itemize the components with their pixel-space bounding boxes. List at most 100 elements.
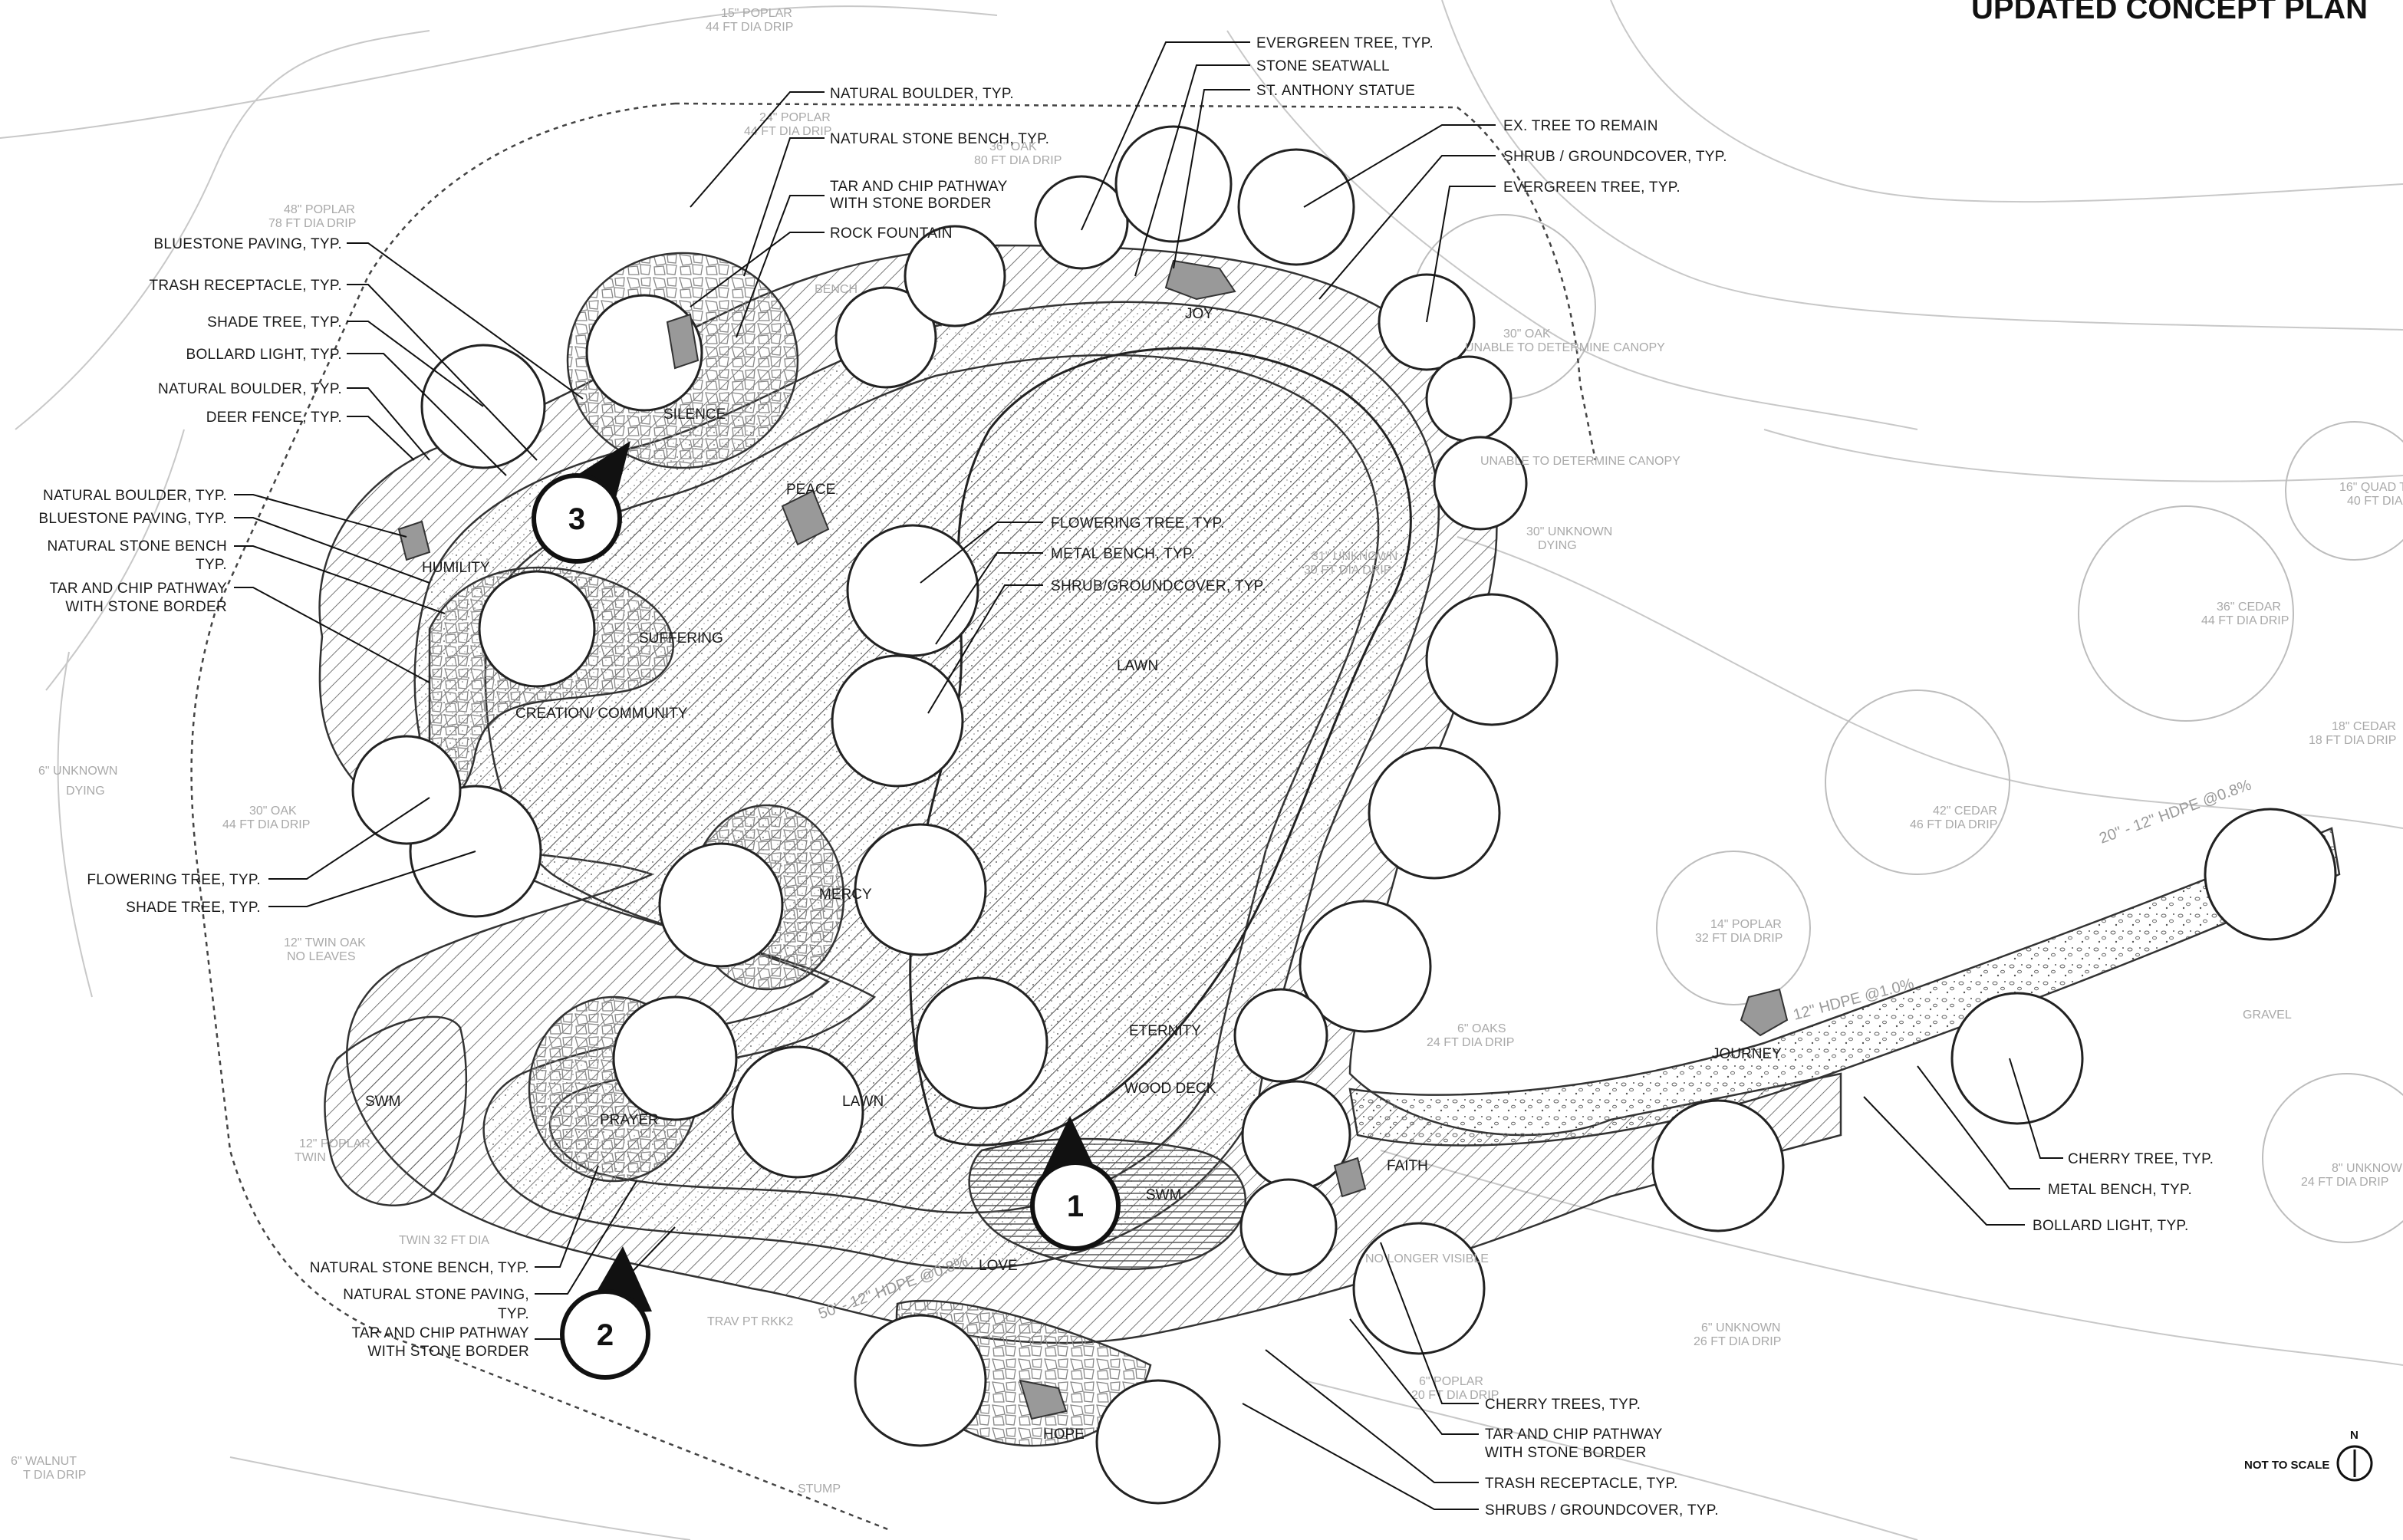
survey-note: 24" POPLAR: [759, 111, 831, 124]
survey-note: 6" UNKNOWN: [1701, 1321, 1780, 1334]
survey-note: T DIA DRIP: [23, 1469, 86, 1482]
area-labels: SILENCE PEACE JOY HUMILITY SUFFERING CRE…: [365, 306, 1782, 1443]
survey-note: 24 FT DIA DRIP: [1427, 1036, 1514, 1049]
label: WITH STONE BORDER: [367, 1344, 529, 1360]
label: SHADE TREE, TYP.: [126, 900, 261, 916]
area-label-swm-center: SWM: [1146, 1187, 1181, 1203]
survey-note: 78 FT DIA DRIP: [268, 217, 356, 230]
survey-note: 40 FT DIA: [2347, 495, 2403, 508]
label: TAR AND CHIP PATHWAY: [351, 1325, 529, 1341]
label: NATURAL STONE BENCH, TYP.: [310, 1260, 529, 1276]
survey-notes: 15" POPLAR 44 FT DIA DRIP 48" POPLAR 78 …: [11, 7, 2403, 1496]
label: BOLLARD LIGHT, TYP.: [186, 347, 342, 363]
area-label-suffering: SUFFERING: [639, 630, 723, 647]
survey-note: TWIN: [295, 1151, 326, 1164]
survey-note: NO LEAVES: [287, 950, 356, 963]
survey-note: DYING: [66, 785, 105, 798]
survey-note: DYING: [1538, 539, 1577, 552]
survey-note: UNABLE TO DETERMINE CANOPY: [1480, 455, 1680, 468]
label: ST. ANTHONY STATUE: [1256, 83, 1415, 99]
survey-note: 6" POPLAR: [1419, 1375, 1483, 1388]
survey-note: 36" CEDAR: [2217, 601, 2281, 614]
survey-note: STUMP: [798, 1482, 841, 1496]
area-label-hope: HOPE: [1043, 1426, 1085, 1443]
label: METAL BENCH, TYP.: [2048, 1182, 2192, 1198]
label: ROCK FOUNTAIN: [830, 225, 953, 242]
survey-note: TWIN 32 FT DIA: [399, 1234, 489, 1247]
labels-left-mid: NATURAL BOULDER, TYP. BLUESTONE PAVING, …: [38, 488, 227, 615]
survey-note: 12" POPLAR: [299, 1137, 370, 1150]
label: STONE SEATWALL: [1256, 58, 1390, 74]
label: METAL BENCH, TYP.: [1051, 546, 1195, 562]
survey-note: 26 FT DIA DRIP: [1694, 1335, 1781, 1348]
area-label-prayer: PRAYER: [600, 1112, 659, 1128]
survey-note: 16" QUAD T: [2339, 481, 2403, 494]
plan-title: UPDATED CONCEPT PLAN: [1971, 0, 2368, 25]
label: SHRUB / GROUNDCOVER, TYP.: [1503, 149, 1727, 165]
survey-note: 6" WALNUT: [11, 1455, 77, 1468]
labels-left-lower: FLOWERING TREE, TYP. SHADE TREE, TYP.: [87, 872, 261, 916]
survey-note: 44 FT DIA DRIP: [2201, 614, 2289, 627]
label: FLOWERING TREE, TYP.: [87, 872, 261, 888]
area-label-creation: CREATION/ COMMUNITY: [515, 706, 688, 722]
callout-number: 1: [1067, 1190, 1084, 1223]
area-label-swm-left: SWM: [365, 1094, 400, 1110]
survey-note: 30 FT DIA DRIP: [1304, 564, 1391, 577]
survey-note: 44 FT DIA DRIP: [706, 21, 793, 34]
area-label-journey: JOURNEY: [1712, 1046, 1782, 1062]
leader-lines: [234, 41, 2063, 1510]
area-label-humility: HUMILITY: [422, 560, 490, 576]
survey-note: NO LONGER VISIBLE: [1365, 1252, 1489, 1265]
label: EVERGREEN TREE, TYP.: [1256, 35, 1434, 51]
label: TYP.: [196, 557, 227, 573]
labels-left-upper: BLUESTONE PAVING, TYP. TRASH RECEPTACLE,…: [149, 236, 342, 426]
labels-far-right: CHERRY TREE, TYP. METAL BENCH, TYP. BOLL…: [2033, 1151, 2214, 1234]
label: WITH STONE BORDER: [830, 196, 992, 212]
callout-number: 2: [597, 1318, 614, 1352]
area-label-eternity: ETERNITY: [1129, 1023, 1201, 1039]
label: NATURAL STONE PAVING,: [343, 1287, 529, 1303]
boulders: [397, 259, 1789, 1420]
callout-number: 3: [568, 502, 585, 536]
label: EX. TREE TO REMAIN: [1503, 118, 1658, 134]
survey-note: 14" POPLAR: [1710, 918, 1782, 931]
labels-bottom-right: CHERRY TREES, TYP. TAR AND CHIP PATHWAY …: [1485, 1397, 1719, 1519]
label: DEER FENCE, TYP.: [206, 410, 342, 426]
survey-note: 30" UNKNOWN: [1526, 525, 1612, 538]
area-label-faith: FAITH: [1387, 1158, 1428, 1174]
label: NATURAL BOULDER, TYP.: [43, 488, 227, 504]
area-label-peace: PEACE: [786, 482, 835, 498]
survey-note: GRAVEL: [2243, 1009, 2292, 1022]
survey-note: 36" OAK: [989, 140, 1037, 153]
section-callout-3: 3: [532, 441, 630, 564]
north-arrow: NOT TO SCALE N: [2244, 1429, 2373, 1482]
survey-note: 44 FT DIA DRIP: [744, 125, 831, 138]
labels-top-right: EVERGREEN TREE, TYP. STONE SEATWALL ST. …: [1256, 35, 1727, 196]
label: TAR AND CHIP PATHWAY: [830, 179, 1008, 195]
label: EVERGREEN TREE, TYP.: [1503, 179, 1680, 196]
survey-note: 80 FT DIA DRIP: [974, 154, 1062, 167]
survey-note: 30" OAK: [1503, 327, 1551, 341]
label: NATURAL BOULDER, TYP.: [830, 86, 1014, 102]
north-label: N: [2350, 1429, 2359, 1442]
survey-note: 44 FT DIA DRIP: [222, 818, 310, 831]
label: TRASH RECEPTACLE, TYP.: [1485, 1476, 1678, 1492]
survey-note: 6" UNKNOWN: [38, 765, 117, 778]
label: SHRUB/GROUNDCOVER, TYP.: [1051, 578, 1266, 594]
area-label-mercy: MERCY: [819, 887, 872, 903]
label: SHRUBS / GROUNDCOVER, TYP.: [1485, 1502, 1719, 1519]
scale-note: NOT TO SCALE: [2244, 1459, 2329, 1472]
label: SHADE TREE, TYP.: [207, 314, 342, 331]
section-callout-2: 2: [560, 1246, 652, 1380]
survey-note: 30" OAK: [249, 805, 297, 818]
survey-note: UNABLE TO DETERMINE CANOPY: [1465, 341, 1665, 354]
survey-note: 31" UNKNOWN: [1312, 550, 1397, 563]
label: FLOWERING TREE, TYP.: [1051, 515, 1225, 531]
survey-note: 18 FT DIA DRIP: [2309, 734, 2396, 747]
label: WITH STONE BORDER: [1485, 1445, 1647, 1461]
area-label-silence: SILENCE: [663, 406, 726, 423]
survey-note: 42" CEDAR: [1933, 805, 1997, 818]
label: BOLLARD LIGHT, TYP.: [2033, 1218, 2189, 1234]
